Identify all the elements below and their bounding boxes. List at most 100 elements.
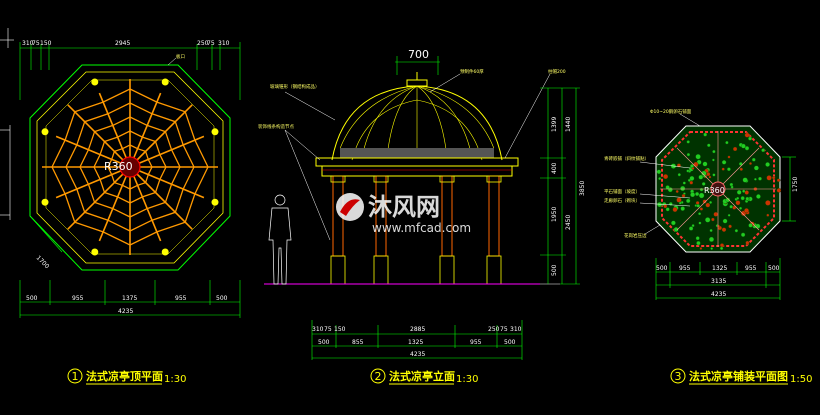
pave-dim-b3-0: 4235 <box>711 291 726 298</box>
pave-dim-right: 1750 <box>792 177 799 192</box>
paving-pebble <box>698 212 702 216</box>
elev-note-leader-2 <box>429 73 461 93</box>
paving-pebble <box>710 247 714 250</box>
elev-note-leader-1 <box>284 129 331 241</box>
plan-rib <box>129 166 205 199</box>
paving-pebble <box>753 165 759 171</box>
plan-column-dot <box>91 78 99 86</box>
elev-dim-b2-0: 500 <box>318 339 330 346</box>
paving-pebble <box>721 167 725 171</box>
pave-note-2: 平石铺面（坡度） <box>604 188 640 195</box>
elev-dim-b2-1: 855 <box>352 339 364 346</box>
elev-dim-b1-4: 250 <box>488 326 500 333</box>
paving-pebble <box>686 140 690 144</box>
paving-pebble <box>736 189 742 195</box>
elev-title-text: 法式凉亭立面 <box>389 369 455 383</box>
paving-ray <box>676 147 719 190</box>
pave-note-leader-1 <box>639 161 691 169</box>
paving-pebble <box>738 162 743 166</box>
paving-pebble <box>712 158 715 162</box>
paving-pebble <box>705 202 711 208</box>
paving-pebble <box>689 180 694 185</box>
paving-pebble <box>776 178 781 182</box>
paving-pebble <box>765 200 771 206</box>
elev-dim-b1-2: 150 <box>334 326 346 333</box>
paving-pebble <box>721 160 727 165</box>
plan-left-edge-mark <box>0 125 11 220</box>
paving-pebble <box>740 196 745 201</box>
plan-column-dot <box>161 248 169 256</box>
elev-column-shaft <box>488 175 500 257</box>
paving-pebble <box>728 224 732 229</box>
plan-dim-top-0: 310 <box>22 40 34 47</box>
plan-column-dot <box>211 198 219 206</box>
watermark-text: 沐风网 <box>368 193 440 221</box>
paving-pebble <box>742 177 748 183</box>
paving-pebble <box>689 175 695 181</box>
paving-pebble <box>749 162 752 165</box>
paving-pebble <box>742 189 746 193</box>
paving-pebble <box>744 190 749 195</box>
elev-column-capital <box>373 175 389 183</box>
plan-concentric-rings <box>51 88 209 246</box>
plan-dim-bottom-4: 500 <box>216 295 228 302</box>
plan-rib <box>98 166 131 242</box>
paving-pebble <box>665 207 670 212</box>
elev-finial <box>406 72 428 87</box>
elev-dim-right-4: 1440 <box>565 117 572 132</box>
watermark-logo-icon <box>336 193 364 221</box>
paving-ray <box>717 188 760 231</box>
paving-pebble <box>711 217 715 222</box>
elev-column-base <box>439 255 455 285</box>
paving-center <box>710 181 726 197</box>
pave-title: 3 法式凉亭铺装平面图 1:50 <box>670 368 812 385</box>
paving-pebble <box>705 217 711 223</box>
paving-pebble <box>701 170 707 177</box>
paving-pebble <box>729 204 733 209</box>
elev-dim-right-1: 400 <box>551 162 558 174</box>
paving-pebble <box>680 185 686 192</box>
pave-note-4: 花岗岩压边 <box>624 232 647 239</box>
paving-pebble <box>739 167 743 171</box>
watermark-url: www.mfcad.com <box>372 221 471 235</box>
pave-title-circle <box>670 368 686 384</box>
elev-dim-right-6: 3850 <box>579 181 586 196</box>
paving-pebble <box>696 204 700 208</box>
elev-dim-right-5: 2450 <box>565 215 572 230</box>
paving-red-ring <box>661 131 775 247</box>
paving-pebble <box>748 136 753 141</box>
paving-pebble <box>758 176 762 181</box>
paving-pebble <box>748 223 753 228</box>
paving-pebble <box>741 143 746 149</box>
pave-note-leader-0 <box>679 113 701 127</box>
elev-column-base <box>330 255 346 285</box>
paving-pebble <box>657 202 663 208</box>
elev-column-capital <box>439 175 455 183</box>
plan-dim-top-5: 75 <box>207 40 215 47</box>
paving-pebble <box>721 227 727 232</box>
paving-pebble <box>719 243 725 248</box>
paving-pebble <box>680 206 685 211</box>
plan-rib <box>129 92 162 168</box>
elev-dome-rib <box>363 85 418 149</box>
elev-dome-rib <box>339 85 418 149</box>
elev-dim-right-3: 500 <box>551 264 558 276</box>
paving-pebble <box>754 177 757 181</box>
paving-pebble <box>702 161 708 167</box>
paving-pebble <box>725 140 729 145</box>
elev-note-left-0: 玻璃锥形（钢结构成品） <box>270 83 320 90</box>
plan-title-circle <box>67 368 83 384</box>
plan-dim-top-1: 75 <box>32 40 40 47</box>
paving-pebble <box>690 192 696 198</box>
paving-pebble <box>696 240 701 246</box>
elev-entablature <box>315 157 519 177</box>
paving-pebble <box>701 182 706 186</box>
plan-title-number: 1 <box>72 370 79 383</box>
elev-dim-b1-1: 75 <box>324 326 332 333</box>
elev-dim-b3-0: 4235 <box>410 351 425 358</box>
paving-pebble <box>695 236 700 241</box>
pave-dim-b1-3: 955 <box>745 265 757 272</box>
elev-title-scale: 1:30 <box>456 374 478 385</box>
pave-dim-b2-0: 3135 <box>711 278 726 285</box>
paving-pebble <box>663 204 668 209</box>
